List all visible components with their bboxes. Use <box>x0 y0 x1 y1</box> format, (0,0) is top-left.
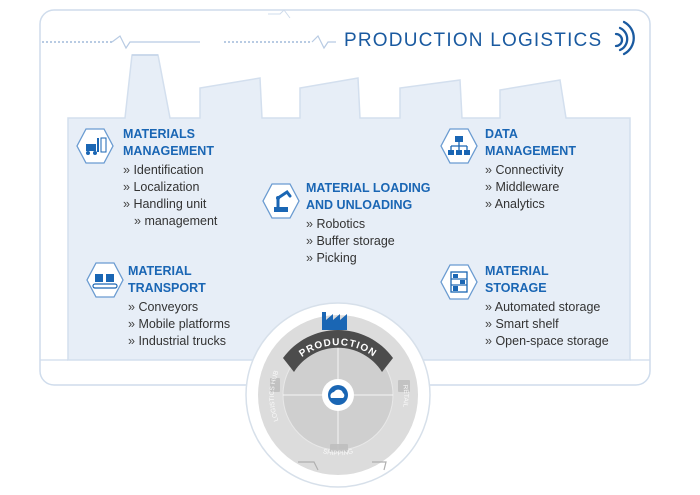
list-item: Identification <box>123 162 217 179</box>
list-item: Automated storage <box>485 299 609 316</box>
network-icon <box>440 128 478 164</box>
section-heading: MATERIAL TRANSPORT <box>128 264 206 295</box>
list-item: Mobile platforms <box>128 316 230 333</box>
factory-icon <box>322 312 347 330</box>
list-item: Industrial trucks <box>128 333 230 350</box>
section-heading: MATERIAL STORAGE <box>485 264 549 295</box>
list-item: Smart shelf <box>485 316 609 333</box>
list-item: Analytics <box>485 196 576 213</box>
page-title: PRODUCTION LOGISTICS <box>344 30 603 51</box>
forklift-icon <box>76 128 114 164</box>
section-material-storage: MATERIAL STORAGE Automated storage Smart… <box>485 263 609 350</box>
section-heading: DATA MANAGEMENT <box>485 127 576 158</box>
section-data-management: DATA MANAGEMENT Connectivity Middleware … <box>485 126 576 213</box>
list-item: Localization <box>123 179 217 196</box>
item-list: Automated storage Smart shelf Open-space… <box>485 299 609 350</box>
section-material-loading: MATERIAL LOADING AND UNLOADING Robotics … <box>306 180 431 267</box>
list-item-continuation: management <box>123 213 217 230</box>
section-materials-management: MATERIALS MANAGEMENT Identification Loca… <box>123 126 217 230</box>
section-material-transport: MATERIAL TRANSPORT Conveyors Mobile plat… <box>128 263 230 350</box>
list-item: Open-space storage <box>485 333 608 350</box>
item-list: Identification Localization Handling uni… <box>123 162 217 230</box>
item-list: Conveyors Mobile platforms Industrial tr… <box>128 299 230 350</box>
conveyor-icon <box>86 262 124 298</box>
item-list: Robotics Buffer storage Picking <box>306 216 431 267</box>
section-heading: MATERIALS MANAGEMENT <box>123 127 214 158</box>
list-item: Conveyors <box>128 299 230 316</box>
wifi-icon <box>614 20 635 56</box>
robot-arm-icon <box>262 183 300 219</box>
list-item: Middleware <box>485 179 576 196</box>
list-item: Buffer storage <box>306 233 431 250</box>
list-item: Handling unit <box>123 196 217 213</box>
list-item: Robotics <box>306 216 431 233</box>
item-list: Connectivity Middleware Analytics <box>485 162 576 213</box>
list-item: Picking <box>306 250 431 267</box>
list-item: Connectivity <box>485 162 576 179</box>
shelf-icon <box>440 264 478 300</box>
section-heading: MATERIAL LOADING AND UNLOADING <box>306 181 431 212</box>
cloud-icon <box>328 385 348 405</box>
